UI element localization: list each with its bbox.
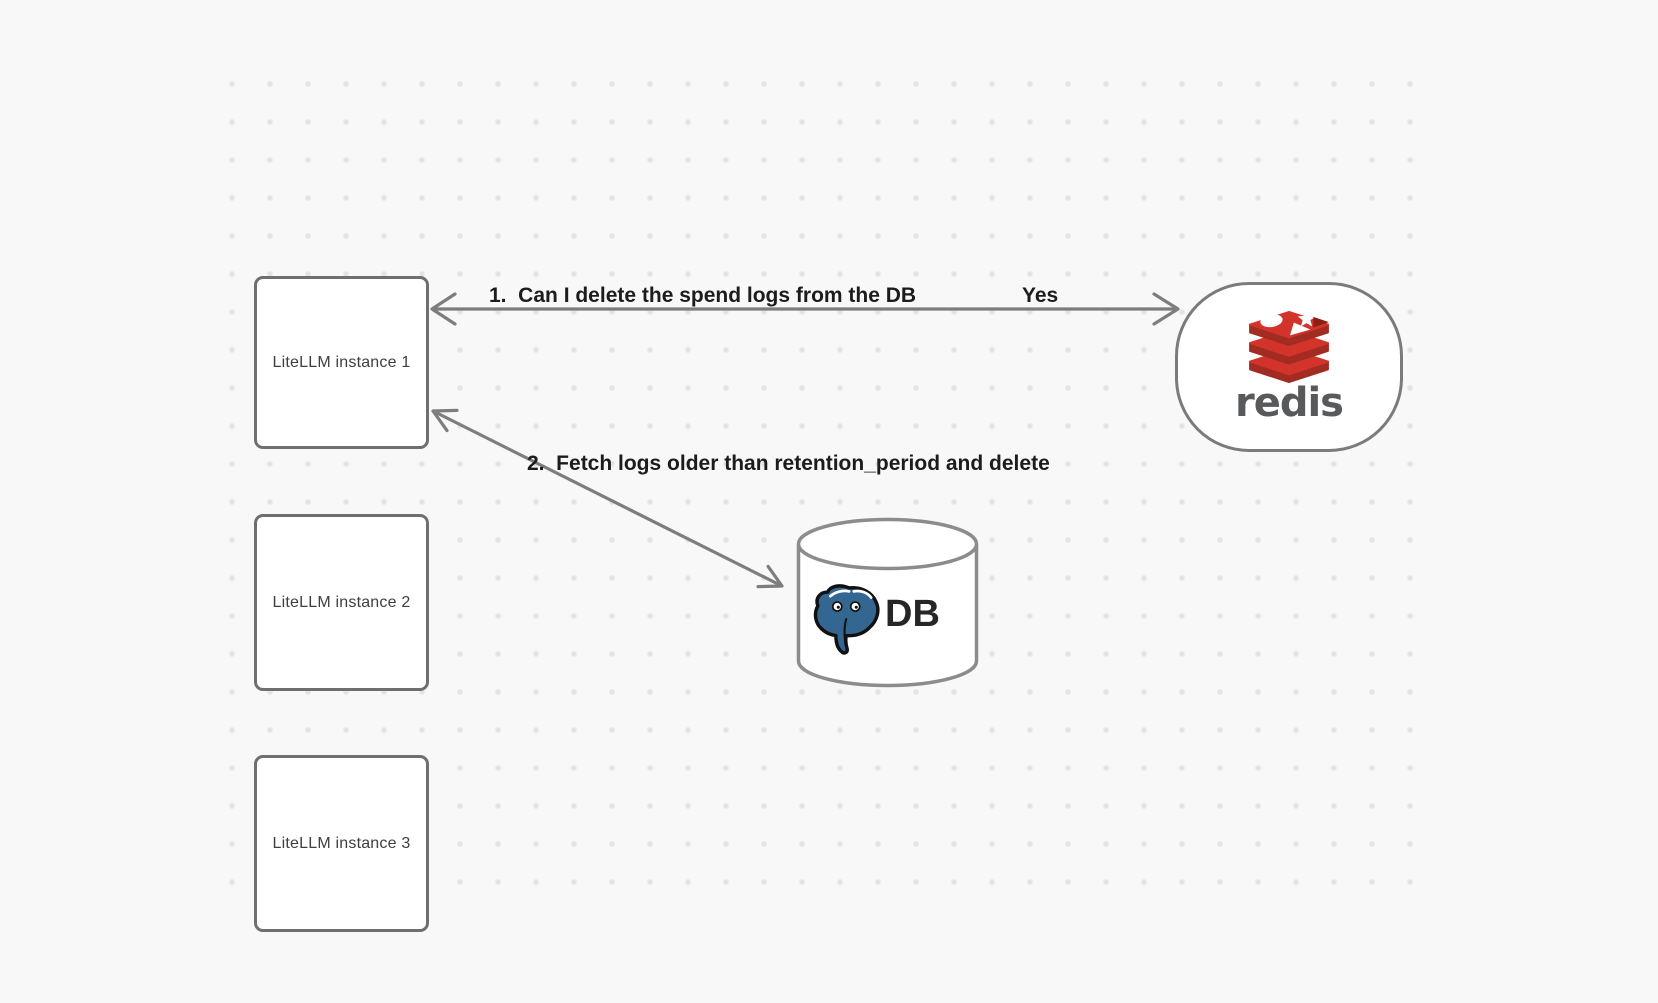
node-label: LiteLLM instance 3: [272, 834, 411, 852]
node-db[interactable]: DB: [795, 517, 980, 689]
arrow-instance1-db[interactable]: [433, 410, 782, 586]
arrow-instance1-redis[interactable]: [432, 294, 1178, 324]
arrow2-label[interactable]: 2. Fetch logs older than retention_perio…: [527, 452, 1050, 475]
node-litellm-instance-2[interactable]: LiteLLM instance 2: [254, 514, 429, 691]
node-label: LiteLLM instance 1: [272, 353, 411, 371]
node-redis[interactable]: redis: [1175, 282, 1403, 452]
redis-logo-icon: [1249, 310, 1329, 384]
node-litellm-instance-1[interactable]: LiteLLM instance 1: [254, 276, 429, 449]
node-label: LiteLLM instance 2: [272, 593, 411, 611]
db-label: DB: [885, 593, 940, 635]
arrow1-answer-label[interactable]: Yes: [1022, 284, 1059, 307]
redis-wordmark: redis: [1234, 380, 1344, 426]
node-litellm-instance-3[interactable]: LiteLLM instance 3: [254, 755, 429, 932]
postgresql-elephant-icon: [813, 584, 880, 655]
arrow1-label[interactable]: 1. Can I delete the spend logs from the …: [489, 284, 917, 307]
